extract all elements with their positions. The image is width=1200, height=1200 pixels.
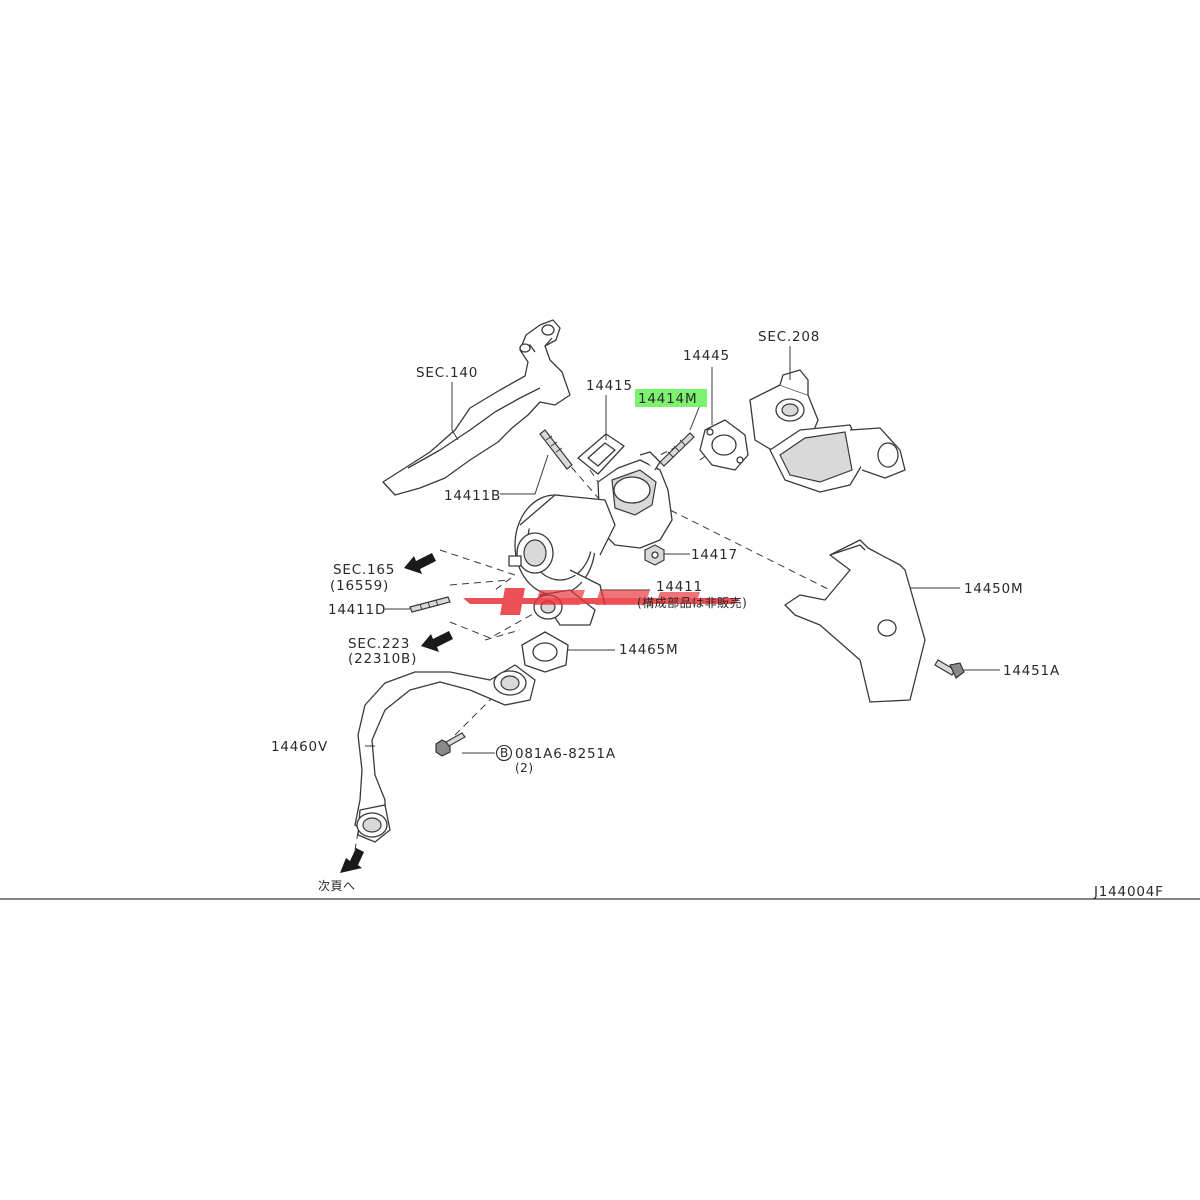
direction-arrows bbox=[340, 553, 453, 873]
label-14411-note: (構成部品は非販売) bbox=[637, 595, 747, 610]
heat-shield-14450m bbox=[784, 539, 926, 703]
label-14460v[interactable]: 14460V bbox=[271, 739, 328, 755]
label-sec223-sub: (22310B) bbox=[348, 651, 417, 667]
label-14411d[interactable]: 14411D bbox=[328, 602, 386, 618]
turbocharger bbox=[508, 451, 673, 626]
labels: SEC.140 SEC.208 14415 14445 14414M 14411… bbox=[271, 329, 1164, 900]
bolt-prefix-circle bbox=[495, 744, 513, 762]
label-14411b[interactable]: 14411B bbox=[444, 488, 501, 504]
exhaust-manifold bbox=[382, 319, 571, 496]
label-14451a[interactable]: 14451A bbox=[1003, 663, 1060, 679]
gasket-14445 bbox=[699, 419, 749, 471]
outlet-pipe-14460v bbox=[354, 664, 536, 843]
stud-14414m bbox=[659, 432, 695, 467]
label-sec140[interactable]: SEC.140 bbox=[416, 365, 478, 381]
label-sec208[interactable]: SEC.208 bbox=[758, 329, 820, 345]
leader-lines bbox=[365, 346, 1000, 754]
part-highlight bbox=[635, 389, 707, 407]
arrow-next-page-icon[interactable] bbox=[340, 848, 364, 873]
nut-14417 bbox=[644, 544, 665, 566]
catalytic-converter bbox=[749, 369, 906, 493]
bolt-14451a bbox=[934, 659, 965, 679]
label-bolt-qty: (2) bbox=[515, 761, 534, 775]
gasket-14415 bbox=[577, 433, 625, 475]
label-sec165-sub: (16559) bbox=[330, 578, 389, 594]
label-14465m[interactable]: 14465M bbox=[619, 642, 678, 658]
label-diagram-code: J144004F bbox=[1093, 884, 1164, 900]
label-14414m[interactable]: 14414M bbox=[638, 391, 697, 407]
label-14411[interactable]: 14411 bbox=[656, 579, 703, 595]
label-bolt-prefix: B bbox=[500, 746, 509, 760]
bolt-081a6-8251a bbox=[435, 732, 466, 757]
arrow-sec223-icon[interactable] bbox=[421, 631, 453, 652]
gasket-14465m bbox=[521, 631, 569, 673]
label-next-page[interactable]: 次頁へ bbox=[318, 879, 356, 893]
label-14445[interactable]: 14445 bbox=[683, 348, 730, 364]
label-sec165[interactable]: SEC.165 bbox=[333, 562, 395, 578]
label-14450m[interactable]: 14450M bbox=[964, 581, 1023, 597]
label-14415[interactable]: 14415 bbox=[586, 378, 633, 394]
label-14417[interactable]: 14417 bbox=[691, 547, 738, 563]
label-sec223[interactable]: SEC.223 bbox=[348, 636, 410, 652]
arrow-sec165-icon[interactable] bbox=[404, 553, 436, 574]
stud-14411d bbox=[409, 596, 451, 613]
watermark-logo bbox=[463, 588, 740, 615]
stud-14411b bbox=[539, 429, 573, 470]
label-bolt-number[interactable]: 081A6-8251A bbox=[515, 746, 616, 762]
